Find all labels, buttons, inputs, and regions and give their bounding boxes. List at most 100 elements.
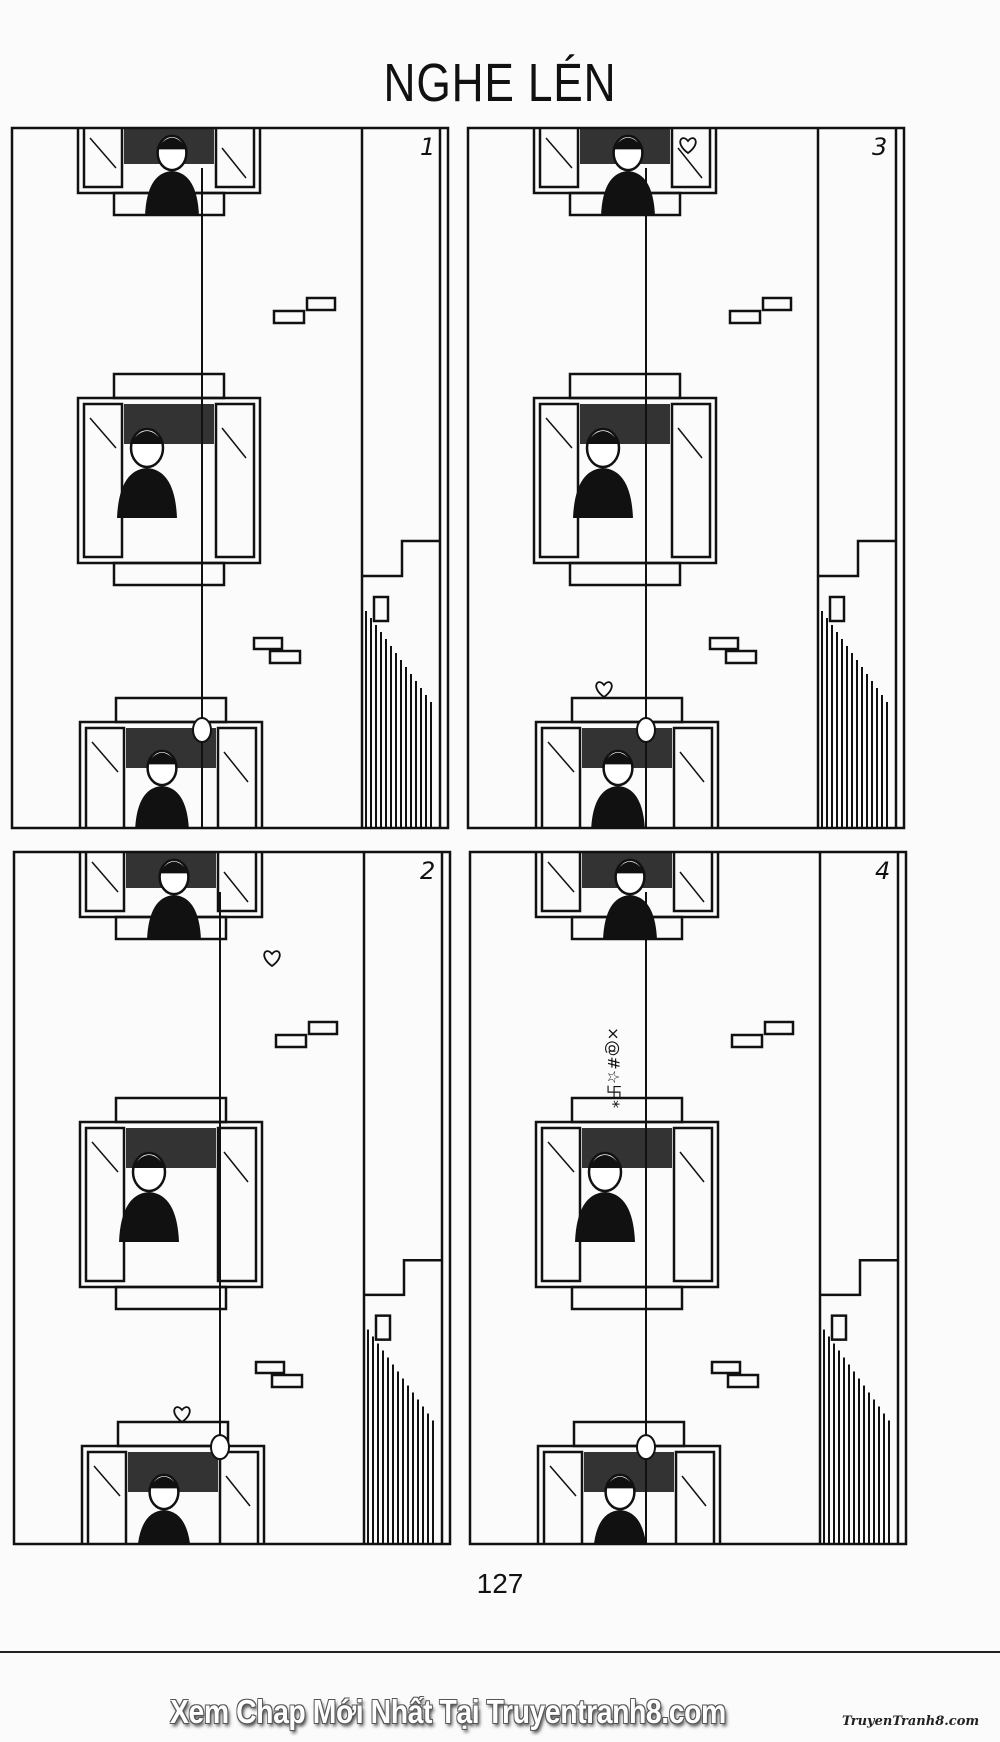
person-hair [614,861,646,874]
brick [254,1360,286,1375]
window-lintel [570,696,684,724]
person-hair [132,1155,166,1168]
window-shutter-right [672,852,714,913]
window-lintel [114,1096,228,1124]
glass-glint [89,137,117,169]
heart-icon [595,681,613,699]
brick [268,649,302,665]
upstairs-person [147,858,201,940]
glass-glint [221,427,247,459]
glass-glint [223,871,249,903]
brick [252,636,284,651]
window [76,372,262,587]
watermark-logo: TruyenTranh8.com [842,1714,980,1729]
person-body [591,786,645,828]
glass-glint [677,427,703,459]
brick [305,296,337,312]
brick [730,1033,764,1049]
heart-icon [173,1406,191,1424]
person-body [601,171,655,216]
stair-outline [362,539,440,578]
panel-border [468,850,908,1546]
window-sill [114,1285,228,1311]
glass-glint [225,1475,251,1507]
window-shutter-left [82,402,124,559]
window-shutter-left [84,726,126,828]
panel-4: ×@#☆卐* [468,850,908,1546]
small-window [828,595,846,623]
window-frame [78,720,264,828]
person-hair [156,137,188,150]
window-shutter-right [674,1450,716,1544]
middle-window-person [117,427,177,518]
window-lintel [114,696,228,724]
glass-glint [547,741,575,773]
person-body [575,1192,635,1242]
upstairs-person [145,134,199,216]
window-shutter-right [670,402,712,559]
comic-artwork: ×@#☆卐* [10,126,908,1546]
person-hair [586,431,620,444]
glass-glint [679,1151,705,1183]
stair-outline [818,539,896,578]
panel-content [76,128,442,828]
glass-glint [91,741,119,773]
heart-icon [679,137,697,155]
window-lintel [112,372,226,400]
glass-glint [679,871,705,903]
panel-number-2: 2 [420,857,436,885]
window [532,372,718,587]
person-body [137,1510,191,1544]
brick [710,1360,742,1375]
cursing-symbols: ×@#☆卐* [604,1027,623,1108]
window-shutter-left [542,1450,584,1544]
person-body [573,468,633,518]
page-title: NGHE LÉN [383,53,617,113]
window-lintel [568,372,682,400]
window-frame [532,396,718,565]
panel-border [10,126,450,830]
glass-glint [93,1465,121,1497]
window-frame [78,1120,264,1289]
panel-content: ×@#☆卐* [534,852,900,1544]
window-frame [534,1120,720,1289]
heart-icon [263,950,281,968]
middle-window-person [573,427,633,518]
small-window [372,595,390,623]
downstairs-person [593,1473,647,1544]
small-window [830,1314,848,1341]
panel-number-3: 3 [872,133,888,161]
can-phone [636,717,656,743]
panel-number-4: 4 [875,857,891,885]
window-shutter-right [672,1126,714,1283]
window-shutter-right [214,402,256,559]
middle-window-person [119,1151,179,1242]
window [534,696,720,828]
window-lintel [570,1096,684,1124]
footer-banner[interactable]: Xem Chap Mới Nhất Tại Truyentranh8.com [170,1693,726,1730]
panel-content [78,852,444,1544]
window-lintel [572,1420,686,1448]
window-shutter-right [672,726,714,828]
window-shutter-right [216,1126,258,1283]
glass-glint [89,417,117,449]
glass-glint [681,1475,707,1507]
person-body [145,171,199,216]
window-shutter-left [82,128,124,189]
can-phone [192,717,212,743]
window-sill [112,561,226,587]
brick [726,1373,760,1389]
window-shutter-right [670,128,712,189]
panel-3 [466,126,906,830]
person-body [603,895,657,940]
person-hair [158,861,190,874]
brick [763,1020,795,1036]
person-body [593,1510,647,1544]
glass-glint [223,751,249,783]
panel-border [12,850,452,1546]
person-hair [146,752,178,765]
window-shutter-left [84,852,126,913]
stair-outline [364,1259,442,1297]
panel-border [466,126,906,830]
window-shutter-left [538,402,580,559]
